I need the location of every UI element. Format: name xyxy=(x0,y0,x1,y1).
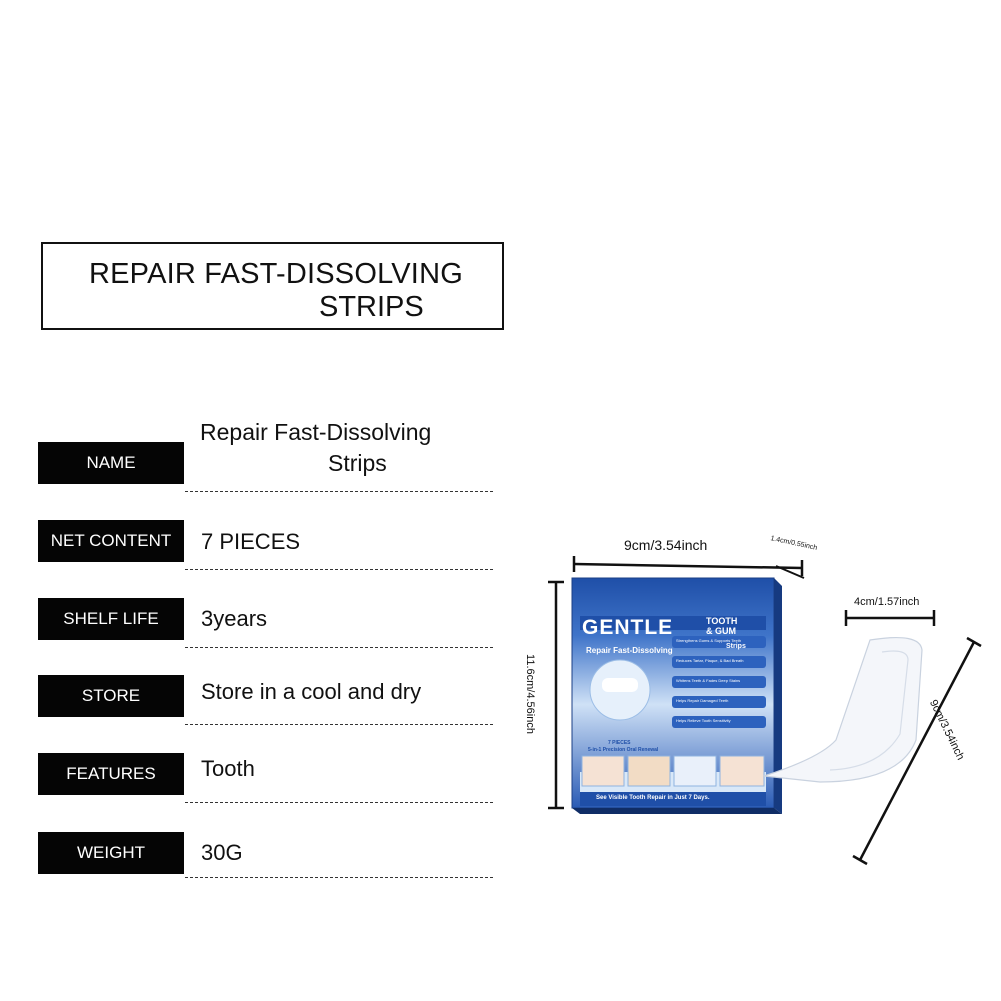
spec-row-net-content: NET CONTENT 7 PIECES xyxy=(38,520,493,570)
spec-label: WEIGHT xyxy=(38,832,184,874)
package-subtitle: Repair Fast-Dissolving xyxy=(586,646,673,655)
dashed-divider xyxy=(185,802,493,803)
title-line-2: STRIPS xyxy=(319,291,424,323)
product-illustration: GENTLE TOOTH & GUM Repair Fast-Dissolvin… xyxy=(520,520,1001,880)
title-box: REPAIR FAST-DISSOLVING STRIPS xyxy=(41,242,504,330)
spec-row-features: FEATURES Tooth xyxy=(38,753,493,803)
spec-value: Store in a cool and dry xyxy=(201,679,422,704)
dashed-divider xyxy=(185,491,493,492)
spec-label: SHELF LIFE xyxy=(38,598,184,640)
strip-illustration xyxy=(763,637,923,783)
spec-value: 7 PIECES xyxy=(201,529,301,554)
package-subtitle-badge: Strips xyxy=(726,643,746,650)
width-dimension-line xyxy=(573,562,803,570)
spec-value: Tooth xyxy=(201,756,255,781)
package-badge-line-1: TOOTH xyxy=(706,616,738,626)
benefit-3: Whitens Teeth & Fades Deep Stains xyxy=(676,678,741,683)
spec-row-store: STORE Store in a cool and dry xyxy=(38,675,493,725)
dashed-divider xyxy=(185,647,493,648)
box-width-label: 9cm/3.54inch xyxy=(624,537,708,553)
package-badge-line-2: & GUM xyxy=(706,626,736,636)
package-badge: TOOTH & GUM xyxy=(706,616,737,636)
package-renewal: 5-in-1 Precision Oral Renewal xyxy=(588,747,659,753)
package-footer: See Visible Tooth Repair in Just 7 Days. xyxy=(596,795,710,801)
benefit-4: Helps Repair Damaged Teeth xyxy=(676,698,729,703)
benefit-1: Strengthens Gums & Supports Teeth xyxy=(676,638,742,643)
benefit-5: Helps Relieve Tooth Sensitivity xyxy=(676,718,731,723)
package-pieces: 7 PIECES xyxy=(608,740,631,746)
spec-label: NET CONTENT xyxy=(38,520,184,562)
dashed-divider xyxy=(185,724,493,725)
dashed-divider xyxy=(185,877,493,878)
package-box xyxy=(571,577,782,814)
strip-width-label: 4cm/1.57inch xyxy=(854,596,920,608)
spec-row-shelf-life: SHELF LIFE 3years xyxy=(38,598,493,648)
name-value-line-2: Strips xyxy=(328,450,387,476)
spec-label: STORE xyxy=(38,675,184,717)
spec-label: NAME xyxy=(38,442,184,484)
dashed-divider xyxy=(185,569,493,570)
box-height-label: 11.6cm/4.56inch xyxy=(523,654,536,734)
spec-value: 3years xyxy=(201,606,268,631)
benefit-2: Reduces Tartar, Plaque, & Bad Breath xyxy=(676,658,744,663)
name-value-line-1: Repair Fast-Dissolving xyxy=(200,419,432,445)
spec-row-weight: WEIGHT 30G xyxy=(38,832,493,882)
package-brand: GENTLE xyxy=(582,616,674,639)
spec-label: FEATURES xyxy=(38,753,184,795)
spec-value: 30G xyxy=(201,840,243,865)
title-line-1: REPAIR FAST-DISSOLVING xyxy=(89,258,463,290)
strip-length-line xyxy=(858,641,976,861)
dimension-diagram xyxy=(548,556,982,866)
spec-row-name: NAME xyxy=(38,442,493,492)
